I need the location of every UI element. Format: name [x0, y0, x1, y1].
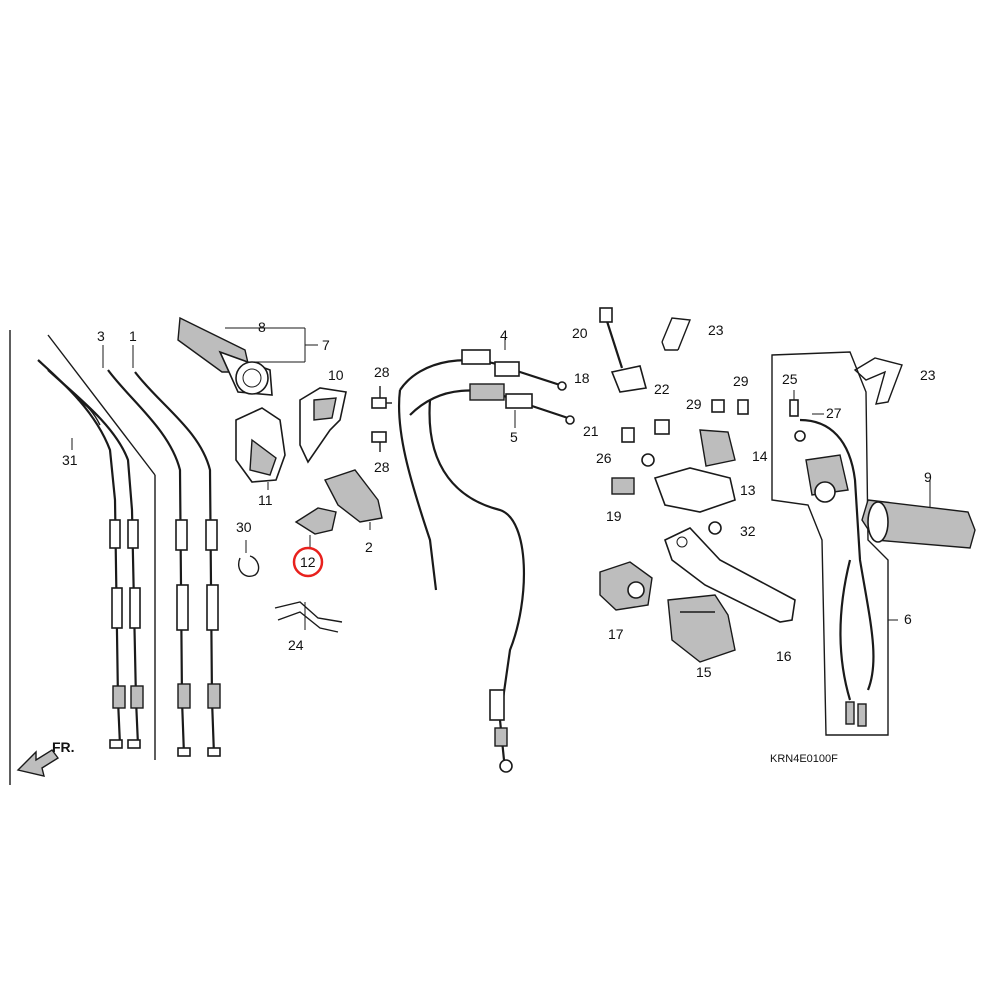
switch-assembly-box	[771, 351, 898, 736]
label-part-30: 30	[236, 519, 252, 535]
label-part-7: 7	[322, 337, 330, 353]
label-part-15: 15	[696, 664, 712, 680]
label-part-19: 19	[606, 508, 622, 524]
clamp-30	[238, 540, 260, 577]
label-part-20: 20	[572, 325, 588, 341]
clamp-23-top	[661, 317, 691, 351]
label-part-29-left: 29	[686, 396, 702, 412]
label-part-27: 27	[826, 405, 842, 421]
part-12-collar	[294, 507, 337, 548]
lever-perch	[599, 307, 749, 535]
label-part-28-top: 28	[374, 364, 390, 380]
throttle-housing	[235, 387, 347, 490]
label-part-1: 1	[129, 328, 137, 344]
label-part-10: 10	[328, 367, 344, 383]
part-2-cover	[324, 469, 383, 530]
left-grip-9	[861, 480, 976, 549]
cables-1-3	[102, 345, 221, 757]
switch-17	[599, 561, 653, 611]
throttle-grip	[177, 316, 318, 396]
label-part-22: 22	[654, 381, 670, 397]
label-part-4: 4	[500, 327, 508, 343]
label-part-6: 6	[904, 611, 912, 627]
highlight-circle	[292, 546, 324, 578]
label-part-12: 12	[300, 554, 316, 570]
label-part-2: 2	[365, 539, 373, 555]
label-part-18: 18	[574, 370, 590, 386]
label-part-23-right: 23	[920, 367, 936, 383]
cable-31	[37, 359, 144, 749]
label-part-23-top: 23	[708, 322, 724, 338]
label-part-25: 25	[782, 371, 798, 387]
master-cylinder-15	[667, 594, 736, 663]
part-labels: 3 1 31 8 7 10 11 28 28 2 30 24 4 5 20 23…	[62, 319, 936, 680]
screws-28	[371, 386, 392, 452]
left-boundary-lines	[9, 330, 156, 785]
label-part-9: 9	[924, 469, 932, 485]
bracket-24	[274, 601, 343, 633]
label-part-26: 26	[596, 450, 612, 466]
label-part-5: 5	[510, 429, 518, 445]
cables-4-5	[397, 338, 575, 773]
label-part-11: 11	[258, 492, 273, 508]
label-part-29-right: 29	[733, 373, 749, 389]
label-part-28-bottom: 28	[374, 459, 390, 475]
label-part-16: 16	[776, 648, 792, 664]
highlighted-part-12[interactable]: 12	[292, 546, 324, 578]
front-arrow-label: FR.	[52, 739, 75, 755]
label-part-14: 14	[752, 448, 768, 464]
label-part-21: 21	[583, 423, 599, 439]
label-part-13: 13	[740, 482, 756, 498]
clutch-lever	[664, 527, 796, 623]
label-part-31: 31	[62, 452, 78, 468]
label-part-32: 32	[740, 523, 756, 539]
label-part-8: 8	[258, 319, 266, 335]
screws-25-27	[789, 390, 824, 442]
label-part-17: 17	[608, 626, 624, 642]
label-part-3: 3	[97, 328, 105, 344]
drawing-code: KRN4E0100F	[770, 753, 838, 765]
clamp-23-right	[853, 357, 903, 405]
front-arrow: FR.	[16, 739, 75, 777]
label-part-24: 24	[288, 637, 304, 653]
